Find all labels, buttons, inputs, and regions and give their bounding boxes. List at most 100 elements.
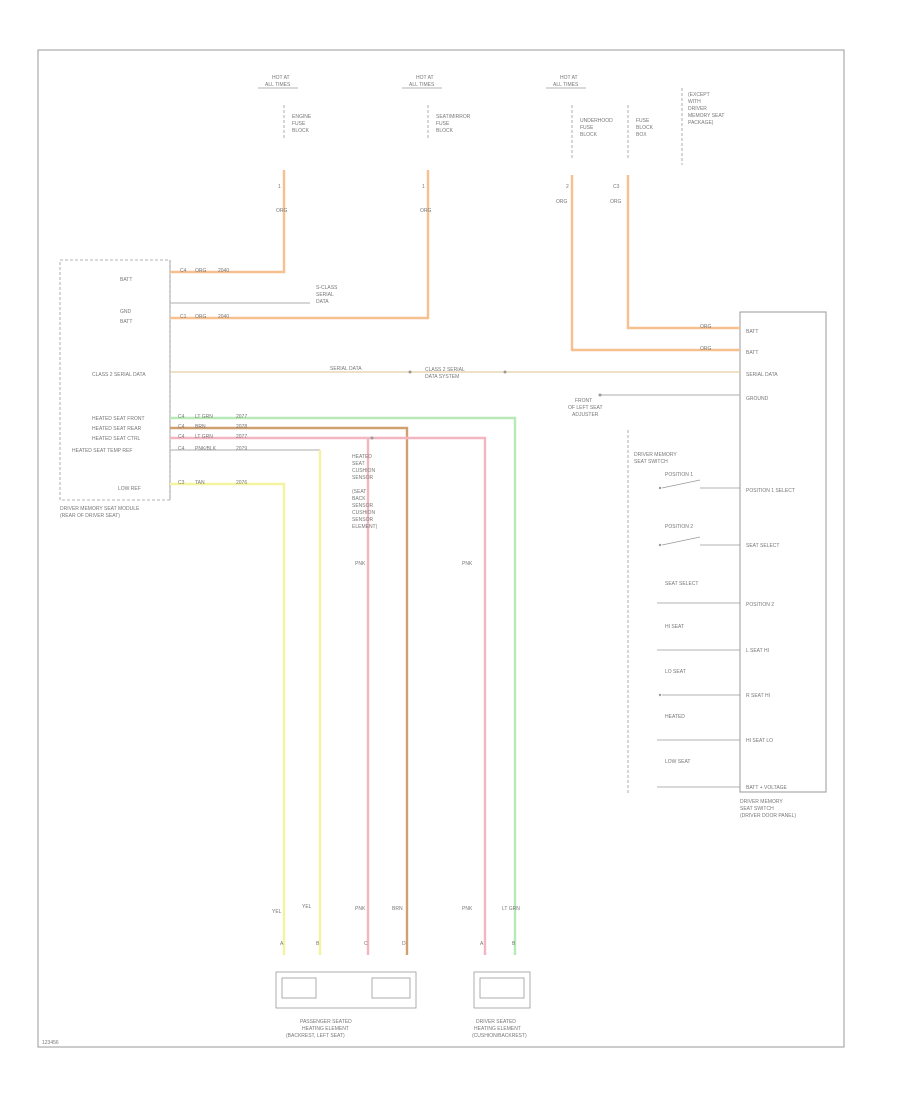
svg-text:2: 2 bbox=[566, 184, 569, 190]
left-pin-label-gnd: GND bbox=[120, 309, 132, 315]
svg-text:PNK: PNK bbox=[355, 561, 366, 567]
serial-data-label-2: DATA SYSTEM bbox=[425, 374, 459, 380]
wire-brown bbox=[170, 426, 409, 955]
svg-text:2079: 2079 bbox=[236, 446, 247, 452]
passenger-caption-2: HEATING ELEMENT bbox=[302, 1026, 349, 1032]
switch-seat-select-2: SEAT SELECT bbox=[657, 581, 740, 604]
fuse-3-desc-2: FUSE bbox=[580, 125, 594, 131]
svg-text:B: B bbox=[512, 941, 516, 947]
passenger-terminals: A B C D bbox=[280, 941, 406, 947]
svg-text:ORG: ORG bbox=[610, 199, 622, 205]
right-pin-label-pos2: POSITION 2 bbox=[746, 602, 774, 608]
passenger-caption-3: (BACKREST, LEFT SEAT) bbox=[286, 1033, 345, 1039]
svg-text:CUSHION: CUSHION bbox=[352, 468, 375, 474]
left-module-caption-2: (REAR OF DRIVER SEAT) bbox=[60, 513, 120, 519]
switch-label-pos1: POSITION 1 bbox=[665, 472, 693, 478]
svg-text:ORG: ORG bbox=[700, 324, 712, 330]
fuse-1-symbol: ENGINE FUSE BLOCK bbox=[283, 105, 312, 140]
svg-text:ORG: ORG bbox=[195, 268, 207, 274]
svg-text:1: 1 bbox=[422, 184, 425, 190]
right-pin-label-batt2: BATT bbox=[746, 350, 758, 356]
svg-text:C4: C4 bbox=[178, 434, 185, 440]
left-pin-label-batt2: BATT bbox=[120, 319, 132, 325]
ground-note-2: OF LEFT SEAT bbox=[568, 405, 603, 411]
left-pin-label-batt1: BATT bbox=[120, 277, 132, 283]
svg-text:SEAT: SEAT bbox=[352, 461, 365, 467]
fuse-side-note-4: MEMORY SEAT bbox=[688, 113, 724, 119]
right-pin-label-batt-voltage: BATT + VOLTAGE bbox=[746, 785, 788, 791]
fuse-1-desc-3: BLOCK bbox=[292, 128, 310, 134]
passenger-caption-1: PASSENGER SEATED bbox=[300, 1019, 352, 1025]
right-pin-label-serial: SERIAL DATA bbox=[746, 372, 778, 378]
splice-note-3: DATA bbox=[316, 299, 329, 305]
fuse-2-symbol: SEAT/MIRROR FUSE BLOCK bbox=[427, 105, 471, 140]
switch-group-caption-2: SEAT SWITCH bbox=[634, 459, 668, 465]
switch-lseat-row: LO SEAT bbox=[658, 669, 740, 697]
driver-caption-2: HEATING ELEMENT bbox=[474, 1026, 521, 1032]
serial-data-label-1: CLASS 2 SERIAL bbox=[425, 367, 465, 373]
svg-text:ORG: ORG bbox=[195, 314, 207, 320]
ground-note-1: FRONT bbox=[575, 398, 592, 404]
right-pin-label-hiseat-lo: HI SEAT LO bbox=[746, 738, 773, 744]
fuse-2-desc-1: SEAT/MIRROR bbox=[436, 114, 471, 120]
fuse-1-desc-1: ENGINE bbox=[292, 114, 312, 120]
fuse-side-note-3: DRIVER bbox=[688, 106, 707, 112]
svg-text:ELEMENT): ELEMENT) bbox=[352, 524, 378, 530]
right-pin-label-rseat-hi: R SEAT HI bbox=[746, 693, 770, 699]
splice-note-1: S-CLASS bbox=[316, 285, 338, 291]
svg-text:A: A bbox=[280, 941, 284, 947]
right-pin-label-lseat-hi: L SEAT HI bbox=[746, 648, 769, 654]
fuse-header-3: HOT AT ALL TIMES bbox=[546, 75, 586, 89]
switch-pos2-row: HI SEAT bbox=[657, 624, 740, 651]
diagram-frame bbox=[37, 49, 845, 1048]
svg-text:2076: 2076 bbox=[236, 480, 247, 486]
svg-text:C3: C3 bbox=[613, 184, 620, 190]
fuse-side-note-5: PACKAGE) bbox=[688, 120, 714, 126]
switch-label-loseat: LO SEAT bbox=[665, 669, 686, 675]
wire-yellow bbox=[170, 482, 286, 955]
left-pin-label-heat-rear: HEATED SEAT REAR bbox=[92, 426, 142, 432]
svg-text:SENSOR: SENSOR bbox=[352, 475, 374, 481]
fuse-2-desc-3: BLOCK bbox=[436, 128, 454, 134]
svg-text:ORG: ORG bbox=[556, 199, 568, 205]
switch-label-hiseat: HI SEAT bbox=[665, 624, 684, 630]
wire-orange-3 bbox=[570, 175, 740, 352]
svg-text:BRN: BRN bbox=[195, 424, 206, 430]
driver-element-block bbox=[479, 977, 525, 999]
fuse-1-line1: HOT AT bbox=[272, 75, 290, 81]
svg-text:CUSHION: CUSHION bbox=[352, 510, 375, 516]
svg-text:C4: C4 bbox=[178, 446, 185, 452]
right-module-bottom-pins: POSITION 1 SELECT SEAT SELECT POSITION 2… bbox=[746, 488, 795, 791]
right-module-top-pins: BATT BATT SERIAL DATA GROUND bbox=[746, 329, 778, 402]
passenger-heating-element bbox=[275, 971, 417, 1009]
right-module-caption-2: SEAT SWITCH bbox=[740, 806, 774, 812]
driver-memory-seat-switch bbox=[739, 311, 827, 793]
wire-green bbox=[170, 416, 517, 955]
svg-text:LT GRN: LT GRN bbox=[502, 906, 520, 912]
svg-text:BRN: BRN bbox=[392, 906, 403, 912]
driver-caption-3: (CUSHION/BACKREST) bbox=[472, 1033, 527, 1039]
svg-text:HEATED: HEATED bbox=[352, 454, 372, 460]
fuse-1-desc-2: FUSE bbox=[292, 121, 306, 127]
fuse-3-line1: HOT AT bbox=[560, 75, 578, 81]
svg-text:SENSOR: SENSOR bbox=[352, 517, 374, 523]
fuse-3-desc-1: UNDERHOOD bbox=[580, 118, 613, 124]
svg-text:LT GRN: LT GRN bbox=[195, 434, 213, 440]
fuse-header-2: HOT AT ALL TIMES bbox=[402, 75, 442, 89]
fuse-2-desc-2: FUSE bbox=[436, 121, 450, 127]
svg-text:TAN: TAN bbox=[195, 480, 205, 486]
right-pin-label-pos1: POSITION 1 SELECT bbox=[746, 488, 795, 494]
fuse-3-line2: ALL TIMES bbox=[553, 82, 579, 88]
fuse-header-1: HOT AT ALL TIMES bbox=[258, 75, 298, 89]
fuse-1-line2: ALL TIMES bbox=[265, 82, 291, 88]
svg-text:PNK: PNK bbox=[462, 561, 473, 567]
switch-label-heated: HEATED bbox=[665, 714, 685, 720]
left-module-pins: BATT GND BATT CLASS 2 SERIAL DATA HEATED… bbox=[72, 277, 146, 492]
left-pin-label-heat-ref: HEATED SEAT TEMP REF bbox=[72, 448, 132, 454]
svg-text:A: A bbox=[480, 941, 484, 947]
svg-text:ORG: ORG bbox=[700, 346, 712, 352]
left-pin-label-low-ref: LOW REF bbox=[118, 486, 141, 492]
